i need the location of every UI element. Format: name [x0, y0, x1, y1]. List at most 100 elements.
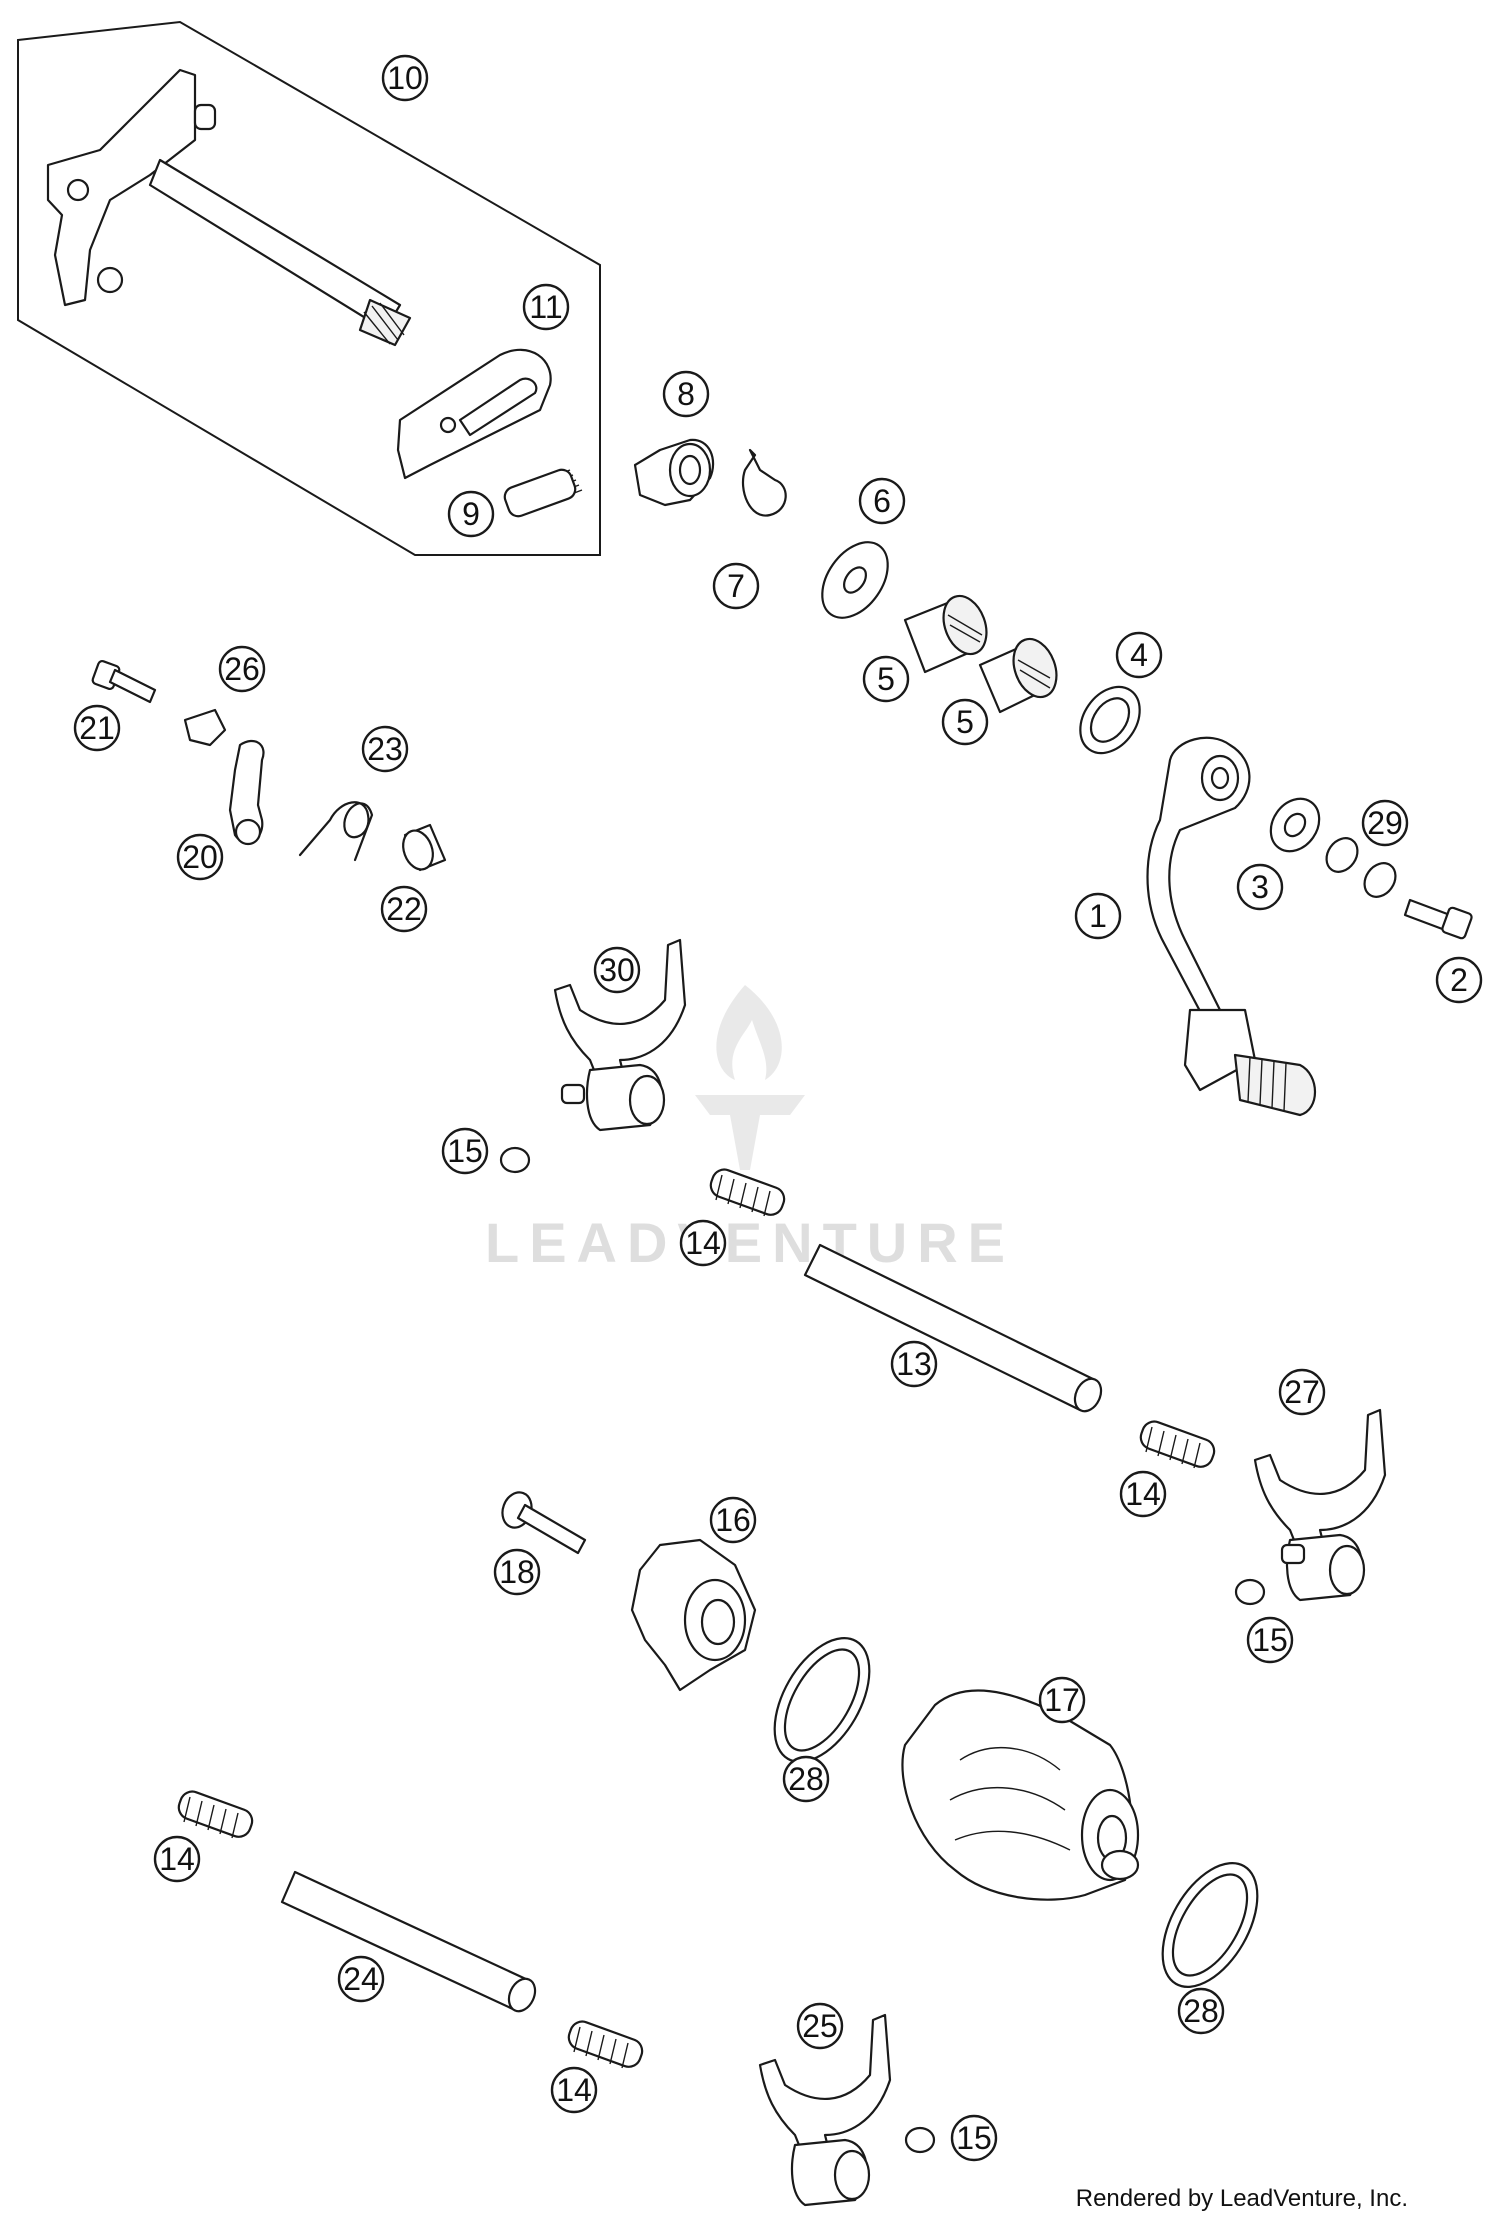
seal-ring[interactable]	[1068, 676, 1152, 765]
spring-23[interactable]	[298, 801, 374, 862]
callout-1[interactable]: 1	[1074, 892, 1122, 940]
callout-30[interactable]: 30	[593, 946, 641, 994]
callout-13[interactable]: 13	[890, 1340, 938, 1388]
callout-10[interactable]: 10	[381, 54, 429, 102]
callout-label: 16	[715, 1502, 751, 1538]
callout-label: 3	[1251, 869, 1269, 905]
spring-14d[interactable]	[565, 2018, 645, 2070]
callout-label: 6	[873, 483, 891, 519]
shift-rod-24[interactable]	[280, 1870, 540, 2015]
callout-label: 18	[499, 1554, 535, 1590]
spring-14c[interactable]	[175, 1788, 255, 1840]
callout-28a[interactable]: 28	[782, 1755, 830, 1803]
callout-16[interactable]: 16	[709, 1496, 757, 1544]
callout-5b[interactable]: 5	[941, 698, 989, 746]
callout-label: 15	[1252, 1622, 1288, 1658]
bolt-21[interactable]	[91, 659, 157, 704]
callout-8[interactable]: 8	[662, 370, 710, 418]
shift-lever[interactable]	[1146, 736, 1316, 1117]
watermark: LEADVENTURE	[485, 985, 1005, 1274]
callout-21[interactable]: 21	[73, 704, 121, 752]
callout-18[interactable]: 18	[493, 1548, 541, 1596]
callout-22[interactable]: 22	[380, 885, 428, 933]
needle-bearing-2[interactable]	[978, 633, 1064, 714]
bolt-18[interactable]	[498, 1488, 587, 1555]
callout-17[interactable]: 17	[1038, 1676, 1086, 1724]
callout-label: 14	[685, 1225, 721, 1261]
callout-label: 23	[367, 731, 403, 767]
callout-label: 9	[462, 496, 480, 532]
shift-plate[interactable]	[396, 348, 552, 480]
callout-5a[interactable]: 5	[862, 655, 910, 703]
callout-14d[interactable]: 14	[550, 2066, 598, 2114]
washer-26[interactable]	[183, 708, 227, 747]
roller-15c[interactable]	[904, 2126, 936, 2154]
callout-24[interactable]: 24	[337, 1955, 385, 2003]
shift-drum-locating[interactable]	[630, 1538, 757, 1692]
bearing-28b[interactable]	[1143, 1847, 1277, 2003]
callout-label: 5	[956, 704, 974, 740]
callout-label: 11	[529, 289, 562, 325]
callout-label: 25	[802, 2008, 838, 2044]
bearing-28a[interactable]	[755, 1622, 889, 1778]
shift-fork-30[interactable]	[553, 938, 687, 1132]
callout-label: 14	[159, 1841, 195, 1877]
callout-14c[interactable]: 14	[153, 1835, 201, 1883]
locking-lever[interactable]	[228, 739, 265, 846]
washer-3[interactable]	[1261, 789, 1329, 860]
roller-15b[interactable]	[1234, 1578, 1266, 1606]
callout-15c[interactable]: 15	[950, 2114, 998, 2162]
callout-label: 4	[1130, 637, 1148, 673]
callout-label: 29	[1367, 805, 1403, 841]
render-credit: Rendered by LeadVenture, Inc.	[1075, 2185, 1408, 2212]
callout-label: 20	[182, 839, 218, 875]
shift-rod-13[interactable]	[803, 1243, 1106, 1415]
callout-6[interactable]: 6	[858, 477, 906, 525]
callout-label: 14	[1125, 1476, 1161, 1512]
shift-fork-25[interactable]	[758, 2013, 892, 2207]
callout-label: 24	[343, 1961, 379, 1997]
spring-14b[interactable]	[1137, 1418, 1217, 1470]
callout-26[interactable]: 26	[218, 645, 266, 693]
callout-label: 26	[224, 651, 260, 687]
callout-9[interactable]: 9	[447, 490, 495, 538]
callout-4[interactable]: 4	[1115, 631, 1163, 679]
roller-15a[interactable]	[499, 1146, 531, 1174]
callout-label: 28	[1183, 1993, 1219, 2029]
shift-guide[interactable]	[633, 438, 715, 507]
callout-14a[interactable]: 14	[679, 1219, 727, 1267]
callout-25[interactable]: 25	[796, 2002, 844, 2050]
callout-label: 8	[677, 376, 695, 412]
callout-label: 21	[79, 710, 115, 746]
callout-label: 10	[387, 60, 423, 96]
callout-label: 15	[956, 2120, 992, 2156]
bolt-2[interactable]	[1403, 898, 1473, 940]
callout-11[interactable]: 11	[522, 283, 570, 331]
callout-23[interactable]: 23	[361, 725, 409, 773]
callout-label: 22	[386, 891, 422, 927]
spring-9[interactable]	[502, 467, 583, 519]
shift-shaft-assembly[interactable]	[46, 68, 412, 347]
spring-clip[interactable]	[741, 448, 787, 517]
callout-29[interactable]: 29	[1361, 799, 1409, 847]
needle-bearing-1[interactable]	[903, 590, 994, 674]
callout-15a[interactable]: 15	[441, 1127, 489, 1175]
spring-14a[interactable]	[707, 1166, 787, 1218]
callout-2[interactable]: 2	[1435, 956, 1483, 1004]
callout-7[interactable]: 7	[712, 562, 760, 610]
callout-20[interactable]: 20	[176, 833, 224, 881]
callout-14b[interactable]: 14	[1119, 1470, 1167, 1518]
callout-27[interactable]: 27	[1278, 1368, 1326, 1416]
callout-label: 30	[599, 952, 635, 988]
callout-3[interactable]: 3	[1236, 863, 1284, 911]
spacer-22[interactable]	[398, 823, 447, 874]
shift-drum[interactable]	[901, 1689, 1140, 1901]
lock-washers[interactable]	[1320, 832, 1402, 903]
shift-fork-27[interactable]	[1253, 1408, 1387, 1602]
assembly-frame	[17, 20, 601, 556]
callout-label: 14	[556, 2072, 592, 2108]
callout-15b[interactable]: 15	[1246, 1616, 1294, 1664]
washer-6[interactable]	[809, 530, 901, 630]
callout-28b[interactable]: 28	[1177, 1987, 1225, 2035]
